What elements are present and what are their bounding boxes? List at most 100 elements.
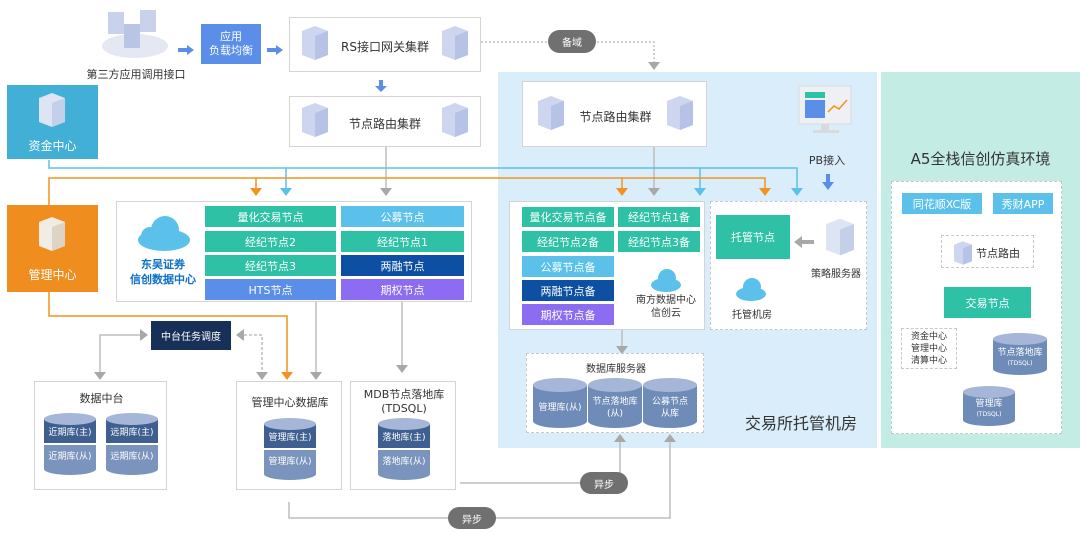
custody-room-label: 托管机房 — [732, 310, 772, 321]
mdb-title-line1: MDB节点落地库 — [363, 388, 445, 401]
db-cylinder: 管理库 (TDSQL) — [963, 386, 1015, 426]
broker-node-2-backup[interactable]: 经纪节点2备 — [522, 231, 614, 252]
a5-center-item: 资金中心 — [910, 332, 947, 342]
strategy-server-label: 策略服务器 — [811, 269, 861, 280]
mdb-node-database: MDB节点落地库 (TDSQL) 落地库(主) 落地库(从) — [350, 381, 456, 490]
backup-domain-pill: 备域 — [548, 30, 596, 53]
db-cylinder: 节点落地库 (TDSQL) — [993, 333, 1047, 375]
options-node-backup[interactable]: 期权节点备 — [522, 304, 614, 325]
public-fund-node[interactable]: 公募节点 — [341, 206, 464, 227]
broker-node-3-backup[interactable]: 经纪节点3备 — [618, 231, 700, 252]
server-icon — [442, 103, 468, 137]
db-top-label: 管理库(主) — [268, 433, 312, 443]
broker-node-1-backup[interactable]: 经纪节点1备 — [618, 207, 700, 227]
db-cylinder: 管理库(从) — [533, 378, 587, 428]
node-router-label: 节点路由集群 — [348, 117, 421, 131]
db-bottom-label: 近期库(从) — [48, 452, 92, 462]
a5-node-router-label: 节点路由 — [976, 247, 1020, 260]
mdb-title-line2: (TDSQL) — [381, 402, 427, 415]
db-cylinder: 远期库(主) 远期库(从) — [106, 413, 158, 475]
broker-node-3[interactable]: 经纪节点3 — [205, 255, 336, 276]
server-icon — [667, 96, 693, 130]
async-pill-2: 异步 — [448, 507, 496, 529]
cloud-icon — [736, 278, 766, 301]
a5-centers: 资金中心 管理中心 清算中心 — [901, 328, 957, 369]
strategy-server-icon — [826, 218, 854, 256]
db-top-label: 落地库(主) — [382, 433, 426, 443]
a5-trade-node[interactable]: 交易节点 — [944, 287, 1031, 318]
a5-node-router[interactable]: 节点路由 — [941, 235, 1034, 268]
task-scheduler[interactable]: 中台任务调度 — [151, 321, 231, 350]
server-icon — [954, 241, 972, 265]
ths-xc-client[interactable]: 同花顺XC版 — [902, 193, 982, 214]
rs-gateway-cluster[interactable]: RS接口网关集群 — [289, 17, 481, 72]
db-top-label: 远期库(主) — [110, 428, 154, 438]
db-top-label: 近期库(主) — [48, 428, 92, 438]
db-label: 公募节点 — [651, 397, 688, 407]
db-label: 从库 — [660, 409, 679, 419]
dongwu-title-line2: 信创数据中心 — [130, 273, 196, 286]
db-label: (从) — [606, 409, 624, 419]
south-dc-line1: 南方数据中心 — [636, 295, 696, 306]
xiucai-app-client[interactable]: 秀财APP — [993, 193, 1053, 214]
server-icon — [39, 93, 65, 127]
quant-trade-node-backup[interactable]: 量化交易节点备 — [522, 207, 614, 227]
hts-node[interactable]: HTS节点 — [205, 279, 336, 300]
db-label: 节点落地库 — [592, 397, 638, 407]
margin-node[interactable]: 两融节点 — [341, 255, 464, 276]
options-node[interactable]: 期权节点 — [341, 279, 464, 300]
async-pill-1: 异步 — [580, 472, 628, 494]
db-label: 管理库(从) — [538, 403, 582, 413]
load-balancer[interactable]: 应用 负载均衡 — [201, 24, 261, 64]
pb-monitor-icon — [797, 84, 857, 136]
mgmt-center[interactable]: 管理中心 — [7, 205, 98, 292]
db-label: 管理库 — [975, 399, 1003, 409]
load-balancer-line1: 应用 — [220, 30, 242, 43]
db-cylinder: 近期库(主) 近期库(从) — [44, 413, 96, 475]
arrow-right-icon — [178, 40, 194, 59]
mgmt-center-label: 管理中心 — [28, 268, 77, 282]
db-cylinder: 节点落地库 (从) — [588, 378, 642, 428]
south-dc-line2: 信创云 — [651, 308, 681, 319]
db-cylinder: 公募节点 从库 — [643, 378, 697, 428]
server-icon — [302, 103, 328, 137]
a5-zone-title: A5全栈信创仿真环境 — [910, 150, 1051, 168]
a5-center-item: 管理中心 — [910, 344, 947, 354]
broker-node-2[interactable]: 经纪节点2 — [205, 231, 336, 252]
db-server-title: 数据库服务器 — [586, 364, 646, 375]
mgmt-center-database: 管理中心数据库 管理库(主) 管理库(从) — [236, 381, 342, 490]
load-balancer-line2: 负载均衡 — [209, 44, 253, 57]
server-icon — [442, 26, 468, 60]
public-fund-node-backup[interactable]: 公募节点备 — [522, 256, 614, 277]
dongwu-title-line1: 东吴证券 — [141, 258, 185, 271]
node-router-label: 节点路由集群 — [579, 110, 652, 124]
mgmt-db-title: 管理中心数据库 — [251, 396, 329, 409]
db-sublabel: (TDSQL) — [1007, 360, 1033, 367]
rs-gateway-label: RS接口网关集群 — [341, 40, 429, 54]
margin-node-backup[interactable]: 两融节点备 — [522, 280, 614, 301]
db-sublabel: (TDSQL) — [976, 411, 1002, 418]
cloud-icon — [138, 216, 190, 251]
third-party-servers-icon — [100, 8, 170, 60]
db-cylinder: 落地库(主) 落地库(从) — [378, 418, 430, 480]
server-icon — [302, 26, 328, 60]
data-platform-title: 数据中台 — [79, 392, 124, 405]
server-icon — [538, 96, 564, 130]
server-icon — [39, 217, 65, 251]
exchange-zone-title: 交易所托管机房 — [745, 414, 858, 433]
arrow-right-icon — [267, 40, 283, 59]
fund-center[interactable]: 资金中心 — [7, 85, 98, 159]
fund-center-label: 资金中心 — [28, 139, 77, 153]
broker-node-1[interactable]: 经纪节点1 — [341, 231, 464, 252]
node-router-cluster-right[interactable]: 节点路由集群 — [522, 81, 707, 147]
quant-trade-node[interactable]: 量化交易节点 — [205, 206, 336, 227]
node-router-cluster-left[interactable]: 节点路由集群 — [289, 96, 481, 147]
a5-center-item: 清算中心 — [910, 356, 947, 366]
custody-node[interactable]: 托管节点 — [716, 215, 790, 259]
cloud-icon — [651, 269, 681, 292]
third-party-label: 第三方应用调用接口 — [86, 68, 186, 81]
data-platform: 数据中台 近期库(主) 近期库(从) 远期库(主) 远期库(从) — [34, 381, 167, 490]
db-bottom-label: 落地库(从) — [382, 457, 426, 467]
arrow-left-icon — [794, 233, 814, 252]
db-label: 节点落地库 — [997, 348, 1043, 358]
